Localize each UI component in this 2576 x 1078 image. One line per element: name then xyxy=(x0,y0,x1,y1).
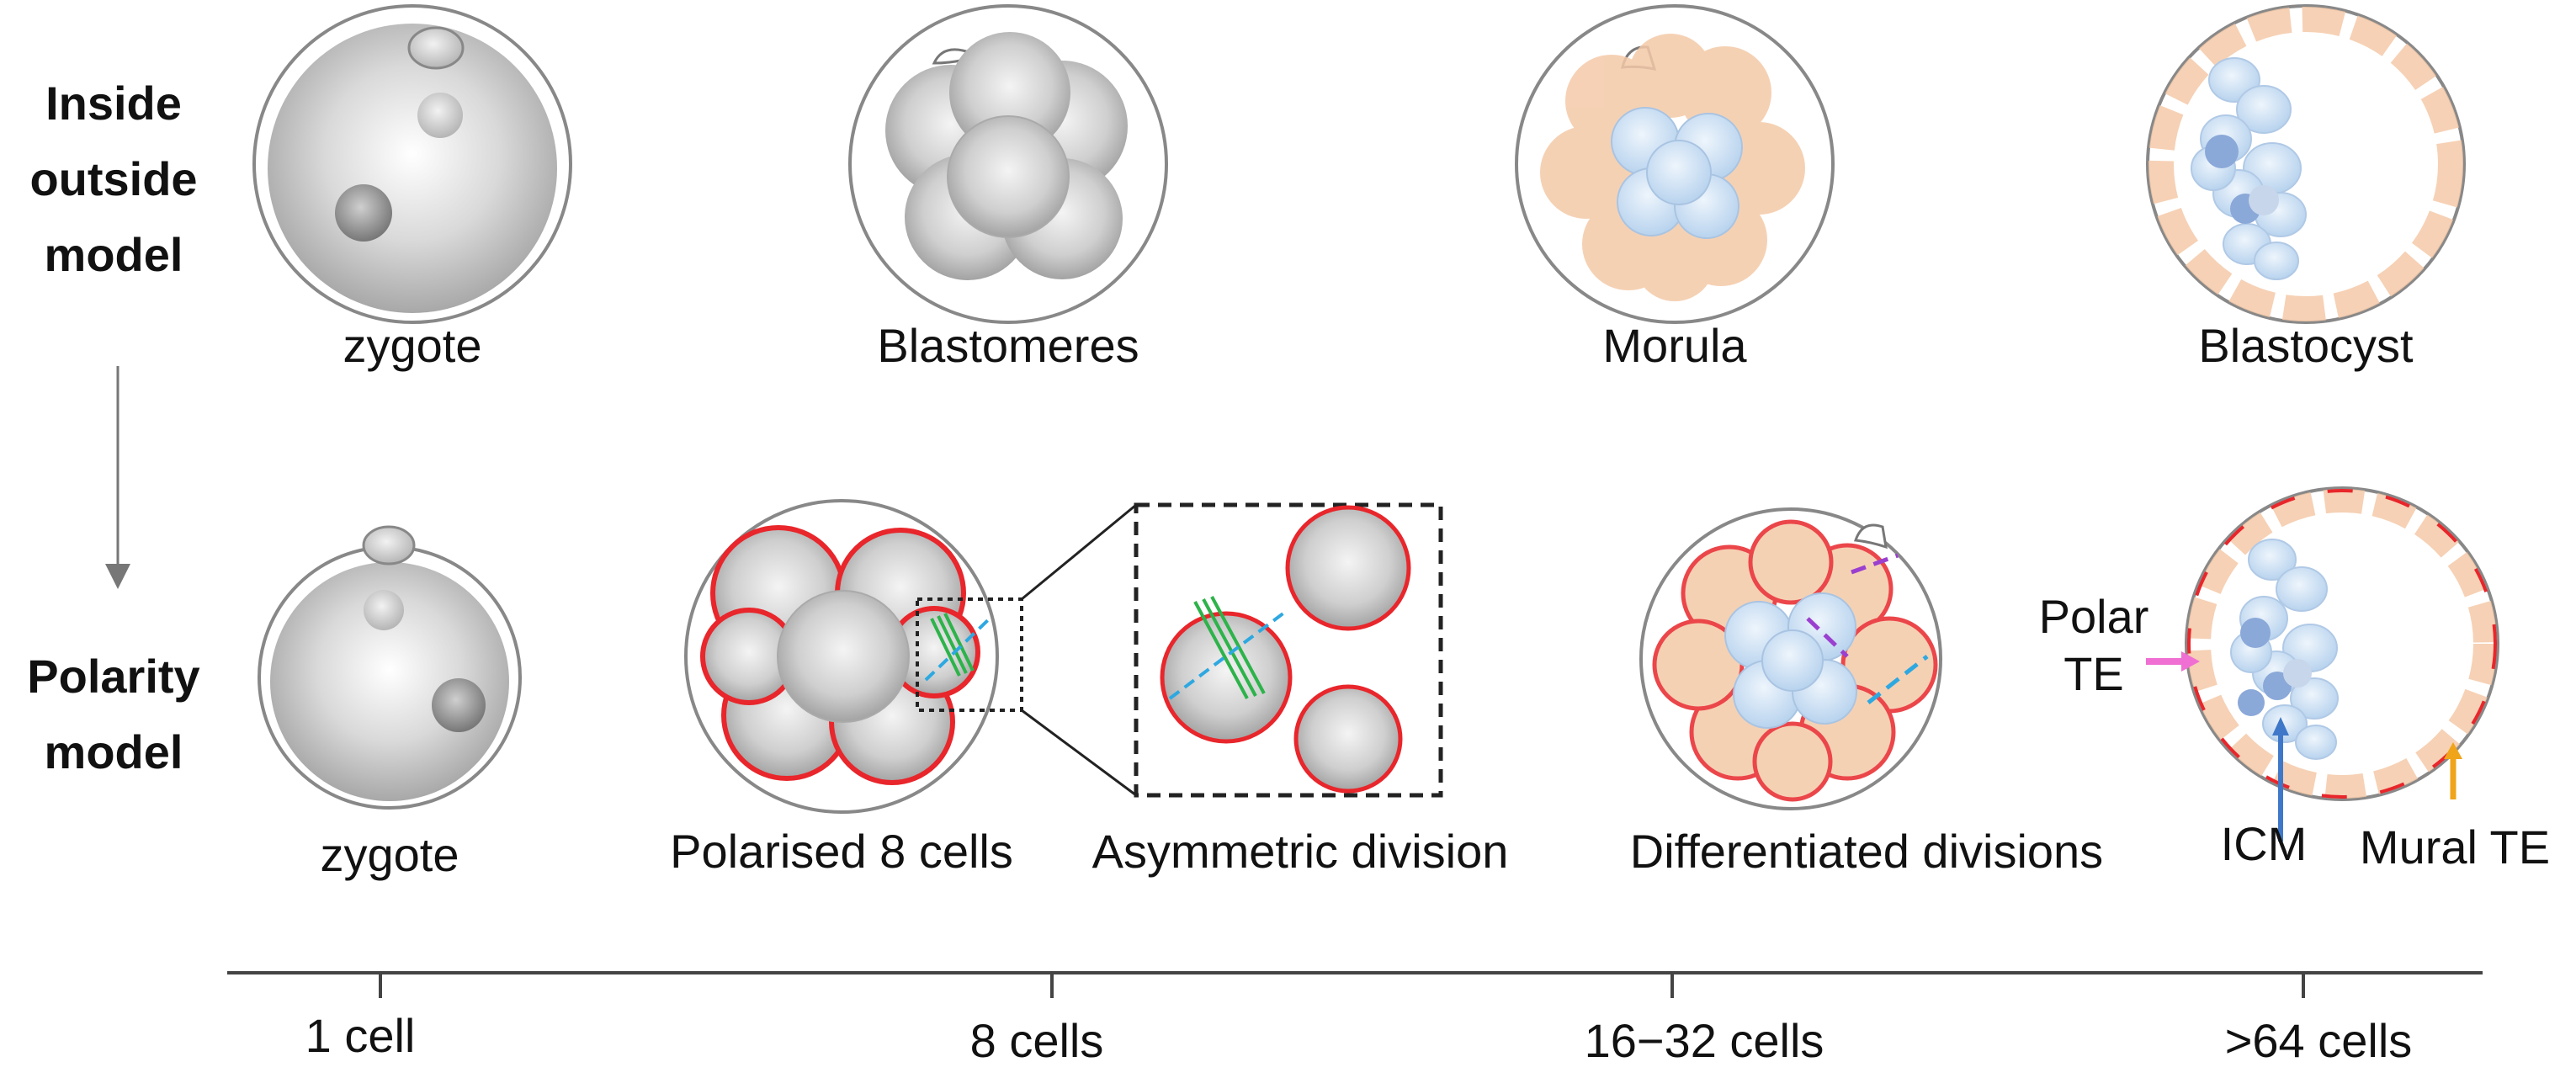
mural-te-arrow-icon xyxy=(2444,742,2462,799)
timeline-tick-label: 16−32 cells xyxy=(1585,1014,1824,1067)
model-label-line: model xyxy=(45,228,183,281)
stage-label: Polarised 8 cells xyxy=(670,825,1013,878)
stage-label: Asymmetric division xyxy=(1092,825,1509,878)
row-label-polarity: Polarity model xyxy=(27,650,199,778)
row-label-inside-outside: Inside outside model xyxy=(29,77,197,281)
zoom-connector xyxy=(1021,709,1137,797)
timeline-tick-label: 8 cells xyxy=(970,1014,1104,1067)
annotation-label: TE xyxy=(2063,647,2124,700)
stage-label: Blastomeres xyxy=(877,319,1139,372)
timeline-axis xyxy=(227,971,2483,998)
blastomeres-illustration xyxy=(848,4,1168,324)
model-label-line: model xyxy=(45,725,183,778)
timeline-tick-label: 1 cell xyxy=(305,1009,416,1062)
annotation-label: Mural TE xyxy=(2360,820,2550,874)
icm-arrow-icon xyxy=(2272,717,2289,842)
polar-te-arrow-icon xyxy=(2146,651,2200,672)
model-label-line: Polarity xyxy=(27,650,199,703)
blastocyst-top-illustration xyxy=(2146,4,2466,324)
morula-illustration xyxy=(1515,4,1835,324)
asymmetric-division-inset xyxy=(1134,502,1443,798)
stage-label: Differentiated divisions xyxy=(1630,825,2103,878)
stage-label: Morula xyxy=(1602,319,1747,372)
model-label-line: Inside xyxy=(45,77,182,130)
zygote-bottom-illustration xyxy=(258,525,522,810)
annotation-label: ICM xyxy=(2221,817,2308,870)
polarised-8-cells-illustration xyxy=(684,499,1023,814)
zygote-top-illustration xyxy=(252,4,572,324)
timeline-tick-label: >64 cells xyxy=(2225,1014,2413,1067)
stage-label: zygote xyxy=(321,828,459,881)
differentiated-divisions-illustration xyxy=(1639,507,1942,810)
blastocyst-bottom-illustration xyxy=(2185,486,2499,801)
zoom-connector xyxy=(1021,503,1137,601)
stage-label: Blastocyst xyxy=(2198,319,2414,372)
model-label-line: outside xyxy=(29,152,197,205)
stage-label: zygote xyxy=(343,319,482,372)
annotation-label: Polar xyxy=(2039,590,2149,643)
